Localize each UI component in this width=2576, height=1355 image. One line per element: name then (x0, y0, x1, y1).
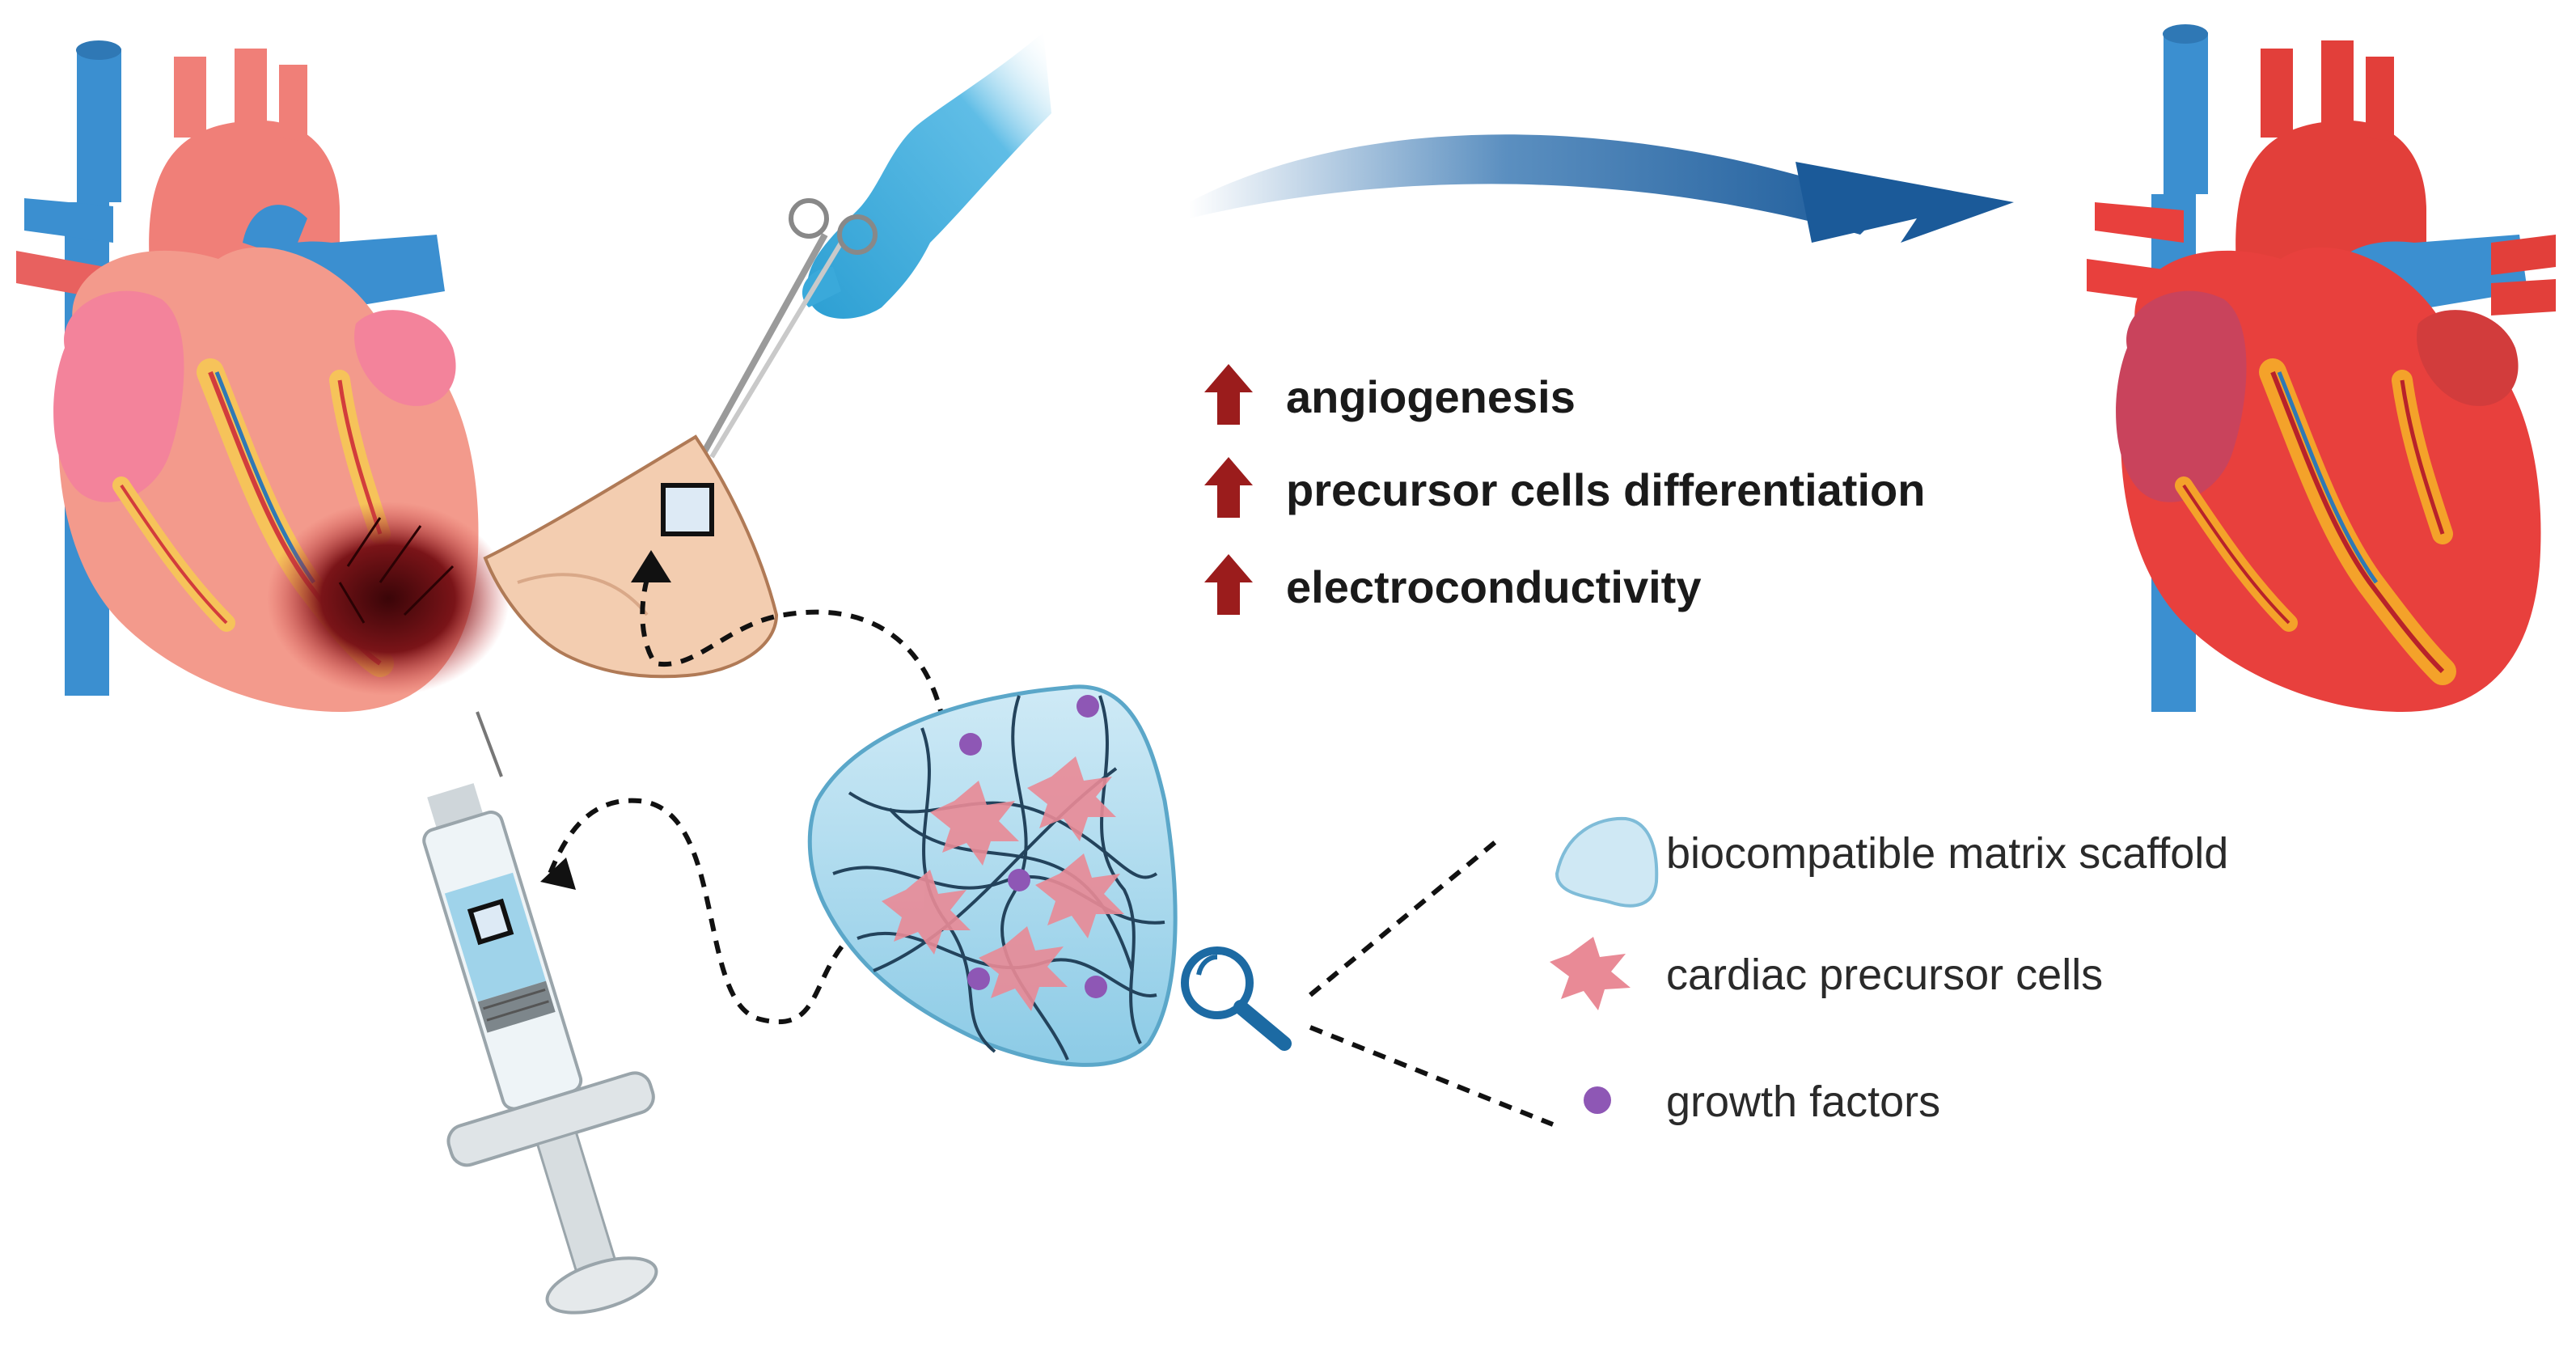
legend-label: cardiac precursor cells (1666, 951, 2103, 999)
outcomes-list: angiogenesis precursor cells differentia… (1204, 364, 1925, 615)
up-arrow-icon (1204, 457, 1253, 518)
legend-item: growth factors (1584, 1078, 1940, 1126)
patch-arrowhead-icon (631, 550, 671, 582)
damaged-heart (16, 40, 510, 712)
magnifier-icon (1181, 946, 1292, 1051)
dashed-connectors (548, 565, 1554, 1127)
cardiac-patch (483, 434, 779, 679)
outcome-label: electroconductivity (1286, 561, 1701, 612)
patch-sample-square (661, 483, 714, 536)
up-arrow-icon (1204, 554, 1253, 615)
syringe (422, 711, 658, 1315)
growth-factor-dot-icon (1584, 1086, 1611, 1114)
up-arrow-icon (1204, 364, 1253, 425)
scaffold-to-syringe-connector (548, 798, 859, 1025)
magnifier-legend-line-bottom (1309, 1025, 1554, 1127)
legend-label: biocompatible matrix scaffold (1666, 829, 2228, 878)
outcome-label: angiogenesis (1286, 371, 1576, 422)
scaffold (807, 684, 1178, 1067)
legend-item: cardiac precursor cells (1550, 937, 2103, 1010)
outcome-label: precursor cells differentiation (1286, 464, 1925, 515)
syringe-arrowhead-icon (540, 857, 576, 890)
healthy-heart (2087, 24, 2556, 712)
legend-item: biocompatible matrix scaffold (1554, 816, 2228, 908)
legend: biocompatible matrix scaffold cardiac pr… (1550, 816, 2228, 1126)
magnifier-legend-line-top (1309, 839, 1498, 997)
forceps-icon (700, 198, 878, 459)
transition-arrow (1189, 134, 2014, 243)
scaffold-to-patch-connector (640, 565, 949, 745)
outcome-item: precursor cells differentiation (1204, 457, 1925, 518)
outcome-item: angiogenesis (1204, 364, 1576, 425)
outcome-item: electroconductivity (1204, 554, 1701, 615)
syringe-sample-square (467, 898, 514, 946)
legend-label: growth factors (1666, 1078, 1940, 1126)
gloved-hand (802, 32, 1051, 319)
precursor-cell-icon (1550, 937, 1631, 1010)
infarct-zone (267, 502, 510, 696)
scaffold-icon (1554, 816, 1659, 908)
